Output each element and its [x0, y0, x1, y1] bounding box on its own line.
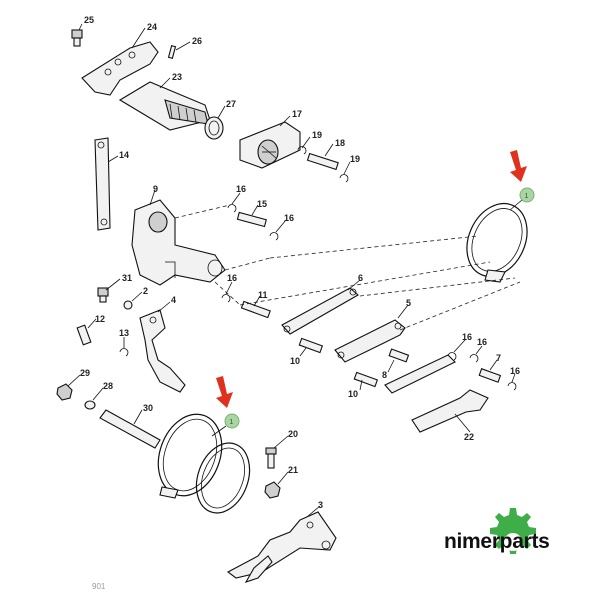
part-number-29: 29 — [80, 368, 90, 378]
pin-8 — [388, 348, 410, 363]
part-number-28: 28 — [103, 381, 113, 391]
lever-plate-24 — [81, 41, 159, 96]
bolt-20 — [265, 447, 277, 469]
part-number-16-e: 16 — [477, 337, 487, 347]
nut-21 — [264, 481, 281, 499]
clip-16-c — [221, 294, 231, 303]
svg-text:1: 1 — [230, 419, 234, 426]
lever-4 — [139, 309, 186, 393]
link-6 — [281, 287, 359, 335]
part-number-22: 22 — [464, 432, 474, 442]
part-number-8: 8 — [382, 370, 387, 380]
pin-10-a — [298, 337, 324, 354]
pin-12 — [76, 324, 92, 346]
part-number-17: 17 — [292, 109, 302, 119]
image-code: 901 — [92, 582, 106, 591]
link-5 — [334, 319, 406, 363]
clip-19a — [297, 146, 307, 155]
part-number-10-b: 10 — [348, 389, 358, 399]
part-number-27: 27 — [226, 99, 236, 109]
clip-16-a — [227, 204, 237, 213]
part-number-31: 31 — [122, 273, 132, 283]
part-number-14: 14 — [119, 150, 129, 160]
part-number-10-a: 10 — [290, 356, 300, 366]
ring-27 — [204, 116, 224, 140]
highlight-arrow-top — [510, 150, 527, 182]
part-number-24: 24 — [147, 22, 157, 32]
part-number-16-c: 16 — [227, 273, 237, 283]
brake-band-top — [466, 202, 528, 283]
part-number-9: 9 — [153, 184, 158, 194]
pin-15 — [236, 211, 267, 228]
bolt-31 — [97, 287, 109, 303]
clip-19b — [339, 174, 349, 183]
part-number-23: 23 — [172, 72, 182, 82]
hub-17 — [239, 121, 301, 169]
brand-logo-text: nimerparts — [444, 530, 550, 553]
washer-2 — [123, 300, 133, 310]
part-number-16-f: 16 — [510, 366, 520, 376]
part-number-16-d: 16 — [462, 332, 472, 342]
part-number-16-a: 16 — [236, 184, 246, 194]
part-number-25: 25 — [84, 15, 94, 25]
part-number-7: 7 — [496, 353, 501, 363]
brand-gear-icon — [490, 508, 536, 554]
callout-top: 1 — [519, 187, 535, 203]
part-number-13: 13 — [119, 328, 129, 338]
part-number-19-top: 19 — [312, 130, 322, 140]
part-number-15: 15 — [257, 199, 267, 209]
housing-9 — [131, 199, 226, 286]
svg-text:1: 1 — [525, 193, 529, 200]
link-14 — [94, 137, 111, 231]
pin-18 — [306, 152, 339, 171]
part-number-26: 26 — [192, 36, 202, 46]
brake-band-bottom — [157, 413, 251, 514]
clip-16-e — [469, 354, 479, 363]
clip-16-b — [269, 232, 279, 241]
part-number-11: 11 — [258, 290, 268, 300]
part-number-16-b: 16 — [284, 213, 294, 223]
nut-29 — [56, 383, 73, 401]
splined-shaft-23 — [118, 81, 211, 131]
part-number-18: 18 — [335, 138, 345, 148]
clip-16-d — [447, 352, 457, 361]
part-number-5: 5 — [406, 298, 411, 308]
pin-11 — [240, 300, 271, 319]
callout-bottom: 1 — [224, 413, 240, 429]
pedal-22 — [411, 389, 489, 433]
part-number-20: 20 — [288, 429, 298, 439]
part-number-19-bottom: 19 — [350, 154, 360, 164]
clip-13 — [119, 348, 129, 357]
bolt-25 — [71, 29, 83, 47]
highlight-arrow-bottom — [216, 376, 233, 408]
part-number-21: 21 — [288, 465, 298, 475]
part-number-6: 6 — [358, 273, 363, 283]
part-number-12: 12 — [95, 314, 105, 324]
part-number-4: 4 — [171, 295, 176, 305]
part-number-3: 3 — [318, 500, 323, 510]
pin-7 — [478, 368, 502, 383]
pin-10-b — [353, 371, 379, 388]
washer-28 — [84, 400, 96, 410]
part-number-2: 2 — [143, 286, 148, 296]
fork-3 — [226, 511, 337, 583]
pin-26 — [167, 45, 177, 59]
part-number-30: 30 — [143, 403, 153, 413]
clip-16-f — [507, 382, 517, 391]
shaft-30 — [99, 409, 161, 449]
link-bar — [384, 354, 456, 394]
